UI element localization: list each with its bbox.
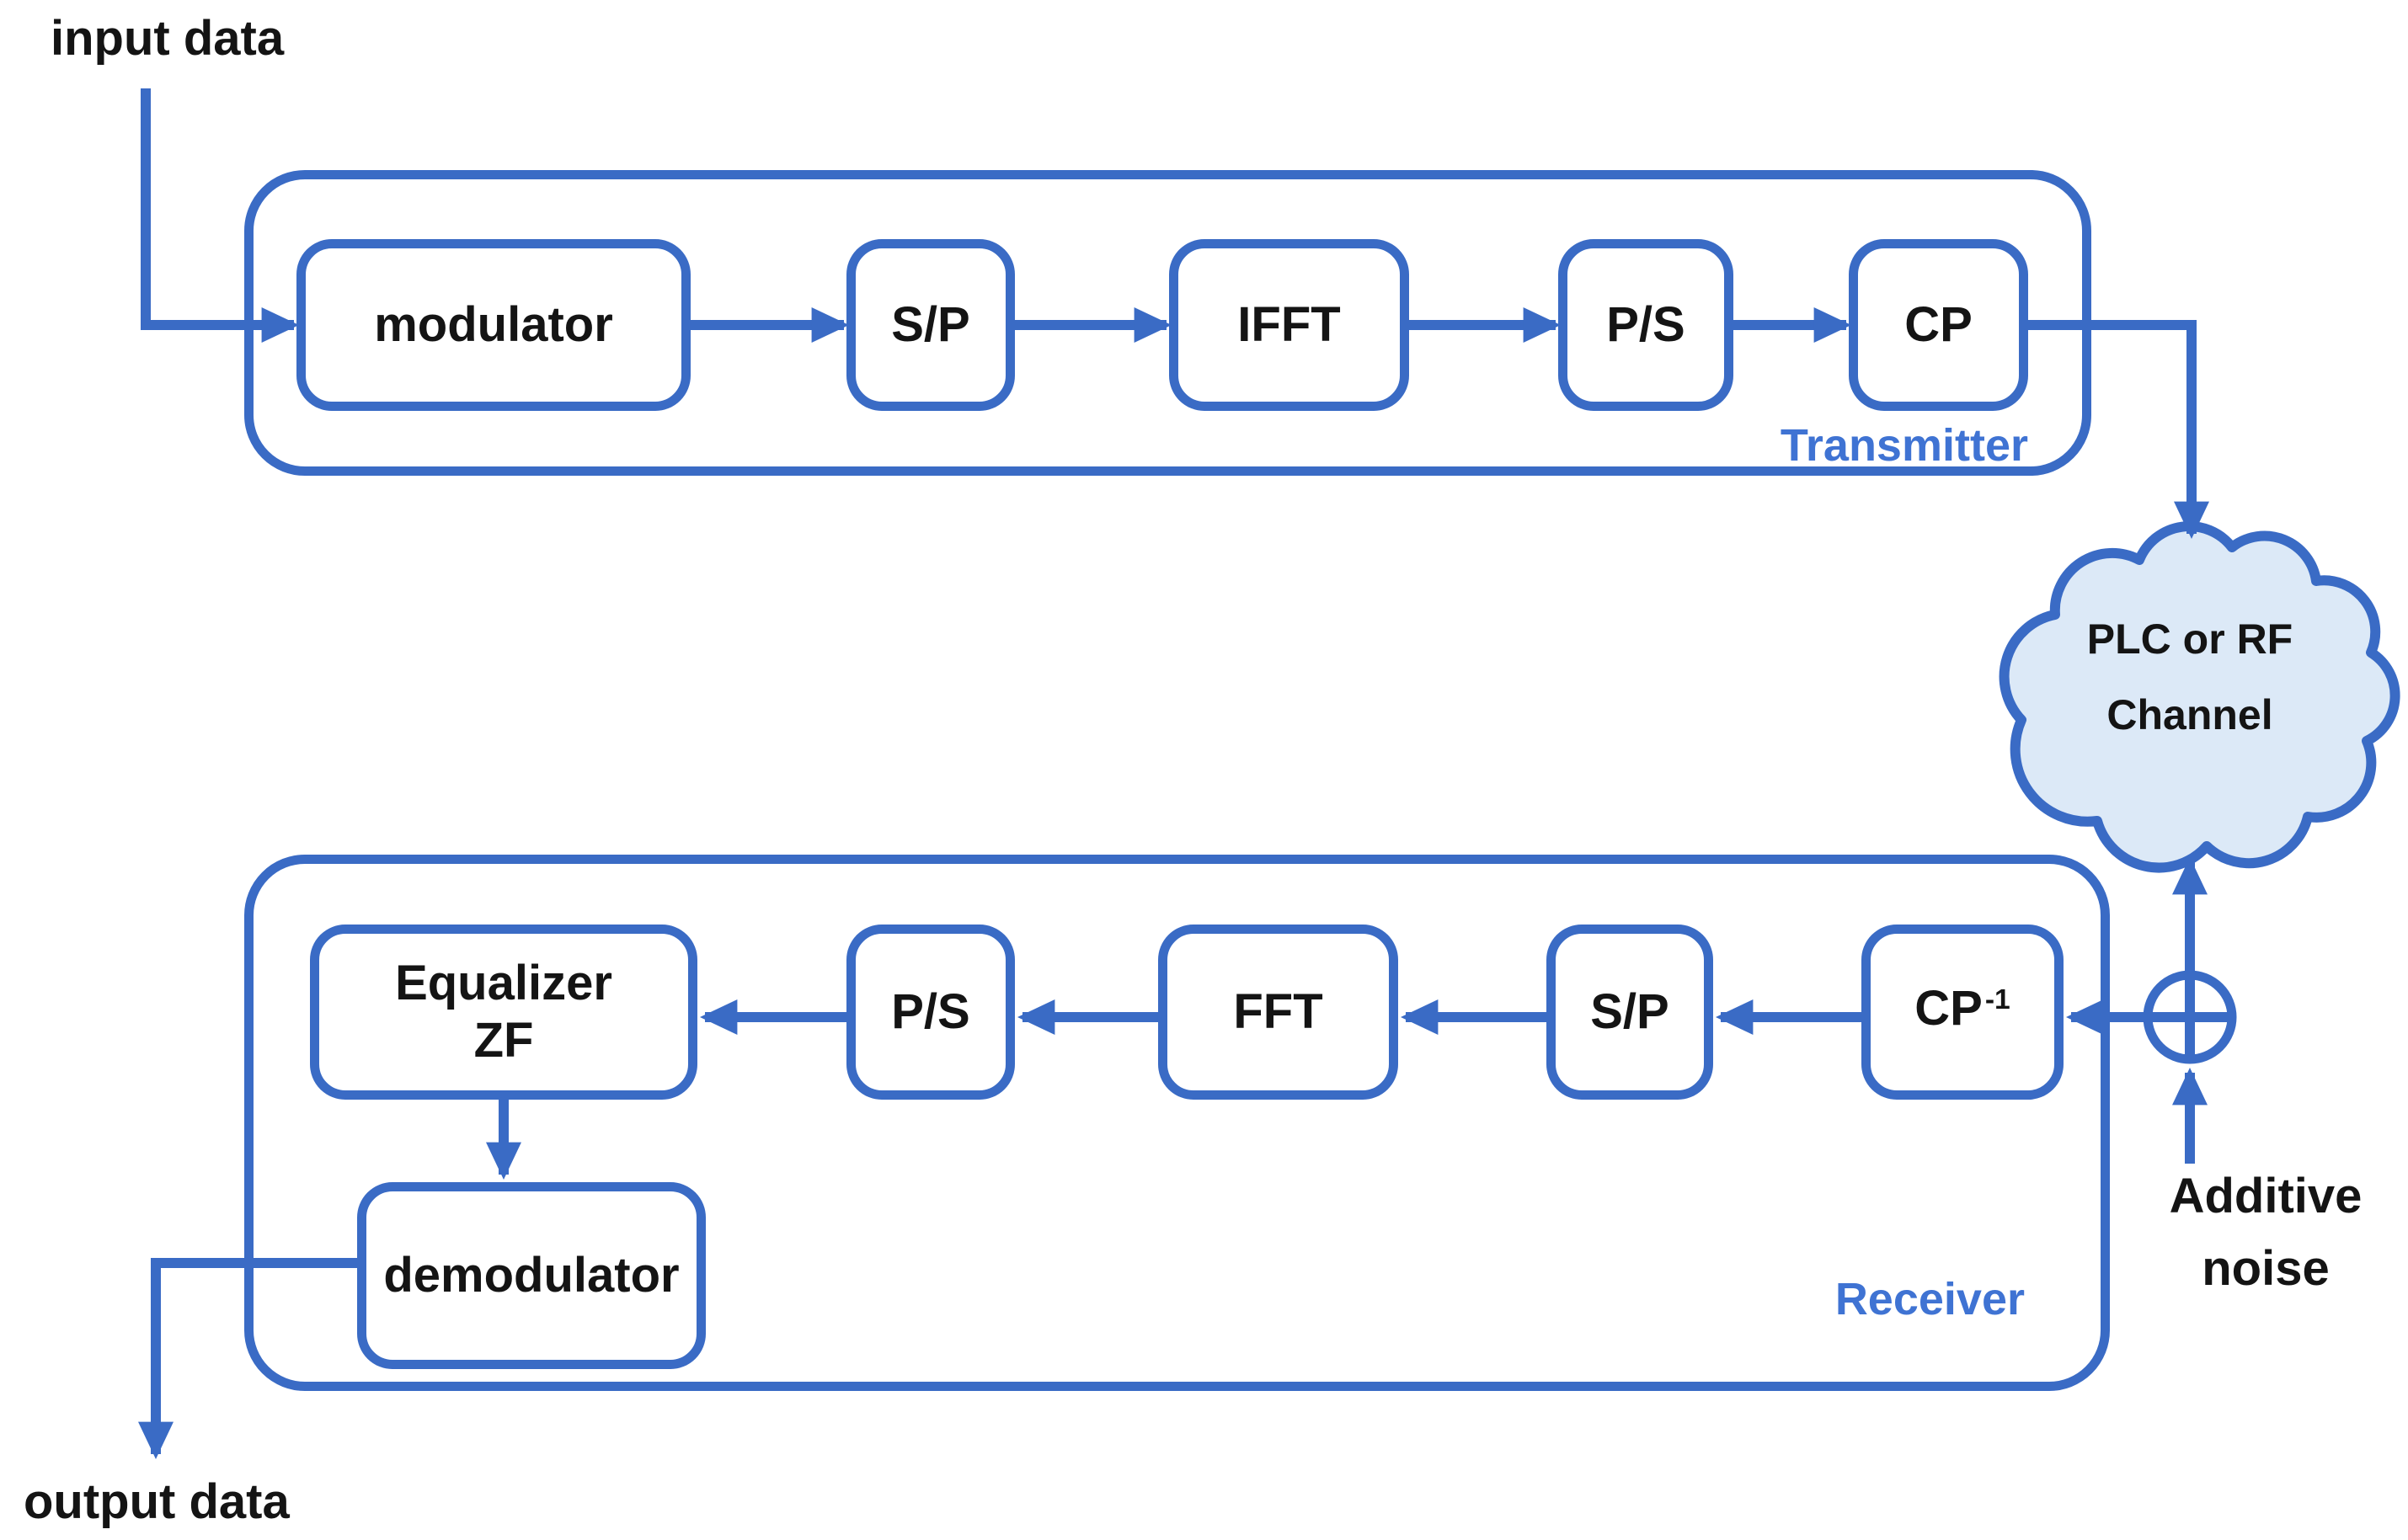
block-ifft: IFFT: [1169, 239, 1409, 411]
block-serial-to-parallel-rx: S/P: [1546, 925, 1713, 1100]
block-sp-rx-label: S/P: [1590, 984, 1669, 1039]
block-ifft-label: IFFT: [1237, 297, 1341, 352]
output-data-label: output data: [24, 1474, 290, 1529]
additive-noise-line1: Additive: [2169, 1169, 2363, 1223]
transmitter-label: Transmitter: [1780, 420, 2028, 471]
block-ps-rx-label: P/S: [891, 984, 970, 1039]
block-parallel-to-serial-tx: P/S: [1558, 239, 1733, 411]
block-cyclic-prefix-removal: CP-1: [1861, 925, 2064, 1100]
cp-inverse-exponent: -1: [1984, 984, 2010, 1015]
block-sp-tx-label: S/P: [891, 297, 970, 352]
channel-label-line2: Channel: [2106, 691, 2273, 738]
block-equalizer-label-line1: Equalizer: [395, 956, 612, 1010]
block-demodulator: demodulator: [357, 1182, 706, 1369]
block-serial-to-parallel-tx: S/P: [846, 239, 1015, 411]
block-cp-label: CP: [1904, 297, 1973, 352]
block-modulator: modulator: [296, 239, 691, 411]
block-parallel-to-serial-rx: P/S: [846, 925, 1015, 1100]
receiver-group-frame: [244, 855, 2110, 1391]
channel-cloud-label: PLC or RF Channel: [2005, 601, 2375, 753]
block-fft-label: FFT: [1233, 984, 1323, 1039]
receiver-label: Receiver: [1834, 1274, 2025, 1324]
channel-label-line1: PLC or RF: [2086, 615, 2293, 663]
block-cyclic-prefix: CP: [1849, 239, 2028, 411]
input-data-label: input data: [51, 11, 285, 66]
block-equalizer-label-line2: ZF: [473, 1013, 534, 1068]
channel-cloud-shape: [1999, 521, 2400, 873]
block-fft: FFT: [1158, 925, 1398, 1100]
transmitter-group-frame: [244, 170, 2091, 476]
additive-noise-line2: noise: [2202, 1241, 2330, 1296]
block-ps-tx-label: P/S: [1606, 297, 1685, 352]
block-modulator-label: modulator: [374, 297, 613, 352]
output-arrow: [138, 1258, 359, 1459]
block-cp-inverse-label: CP-1: [1914, 980, 2010, 1036]
block-demodulator-label: demodulator: [383, 1248, 680, 1303]
additive-noise-label: Additive noise: [2114, 1160, 2408, 1305]
block-equalizer-zf: Equalizer ZF: [310, 925, 697, 1100]
